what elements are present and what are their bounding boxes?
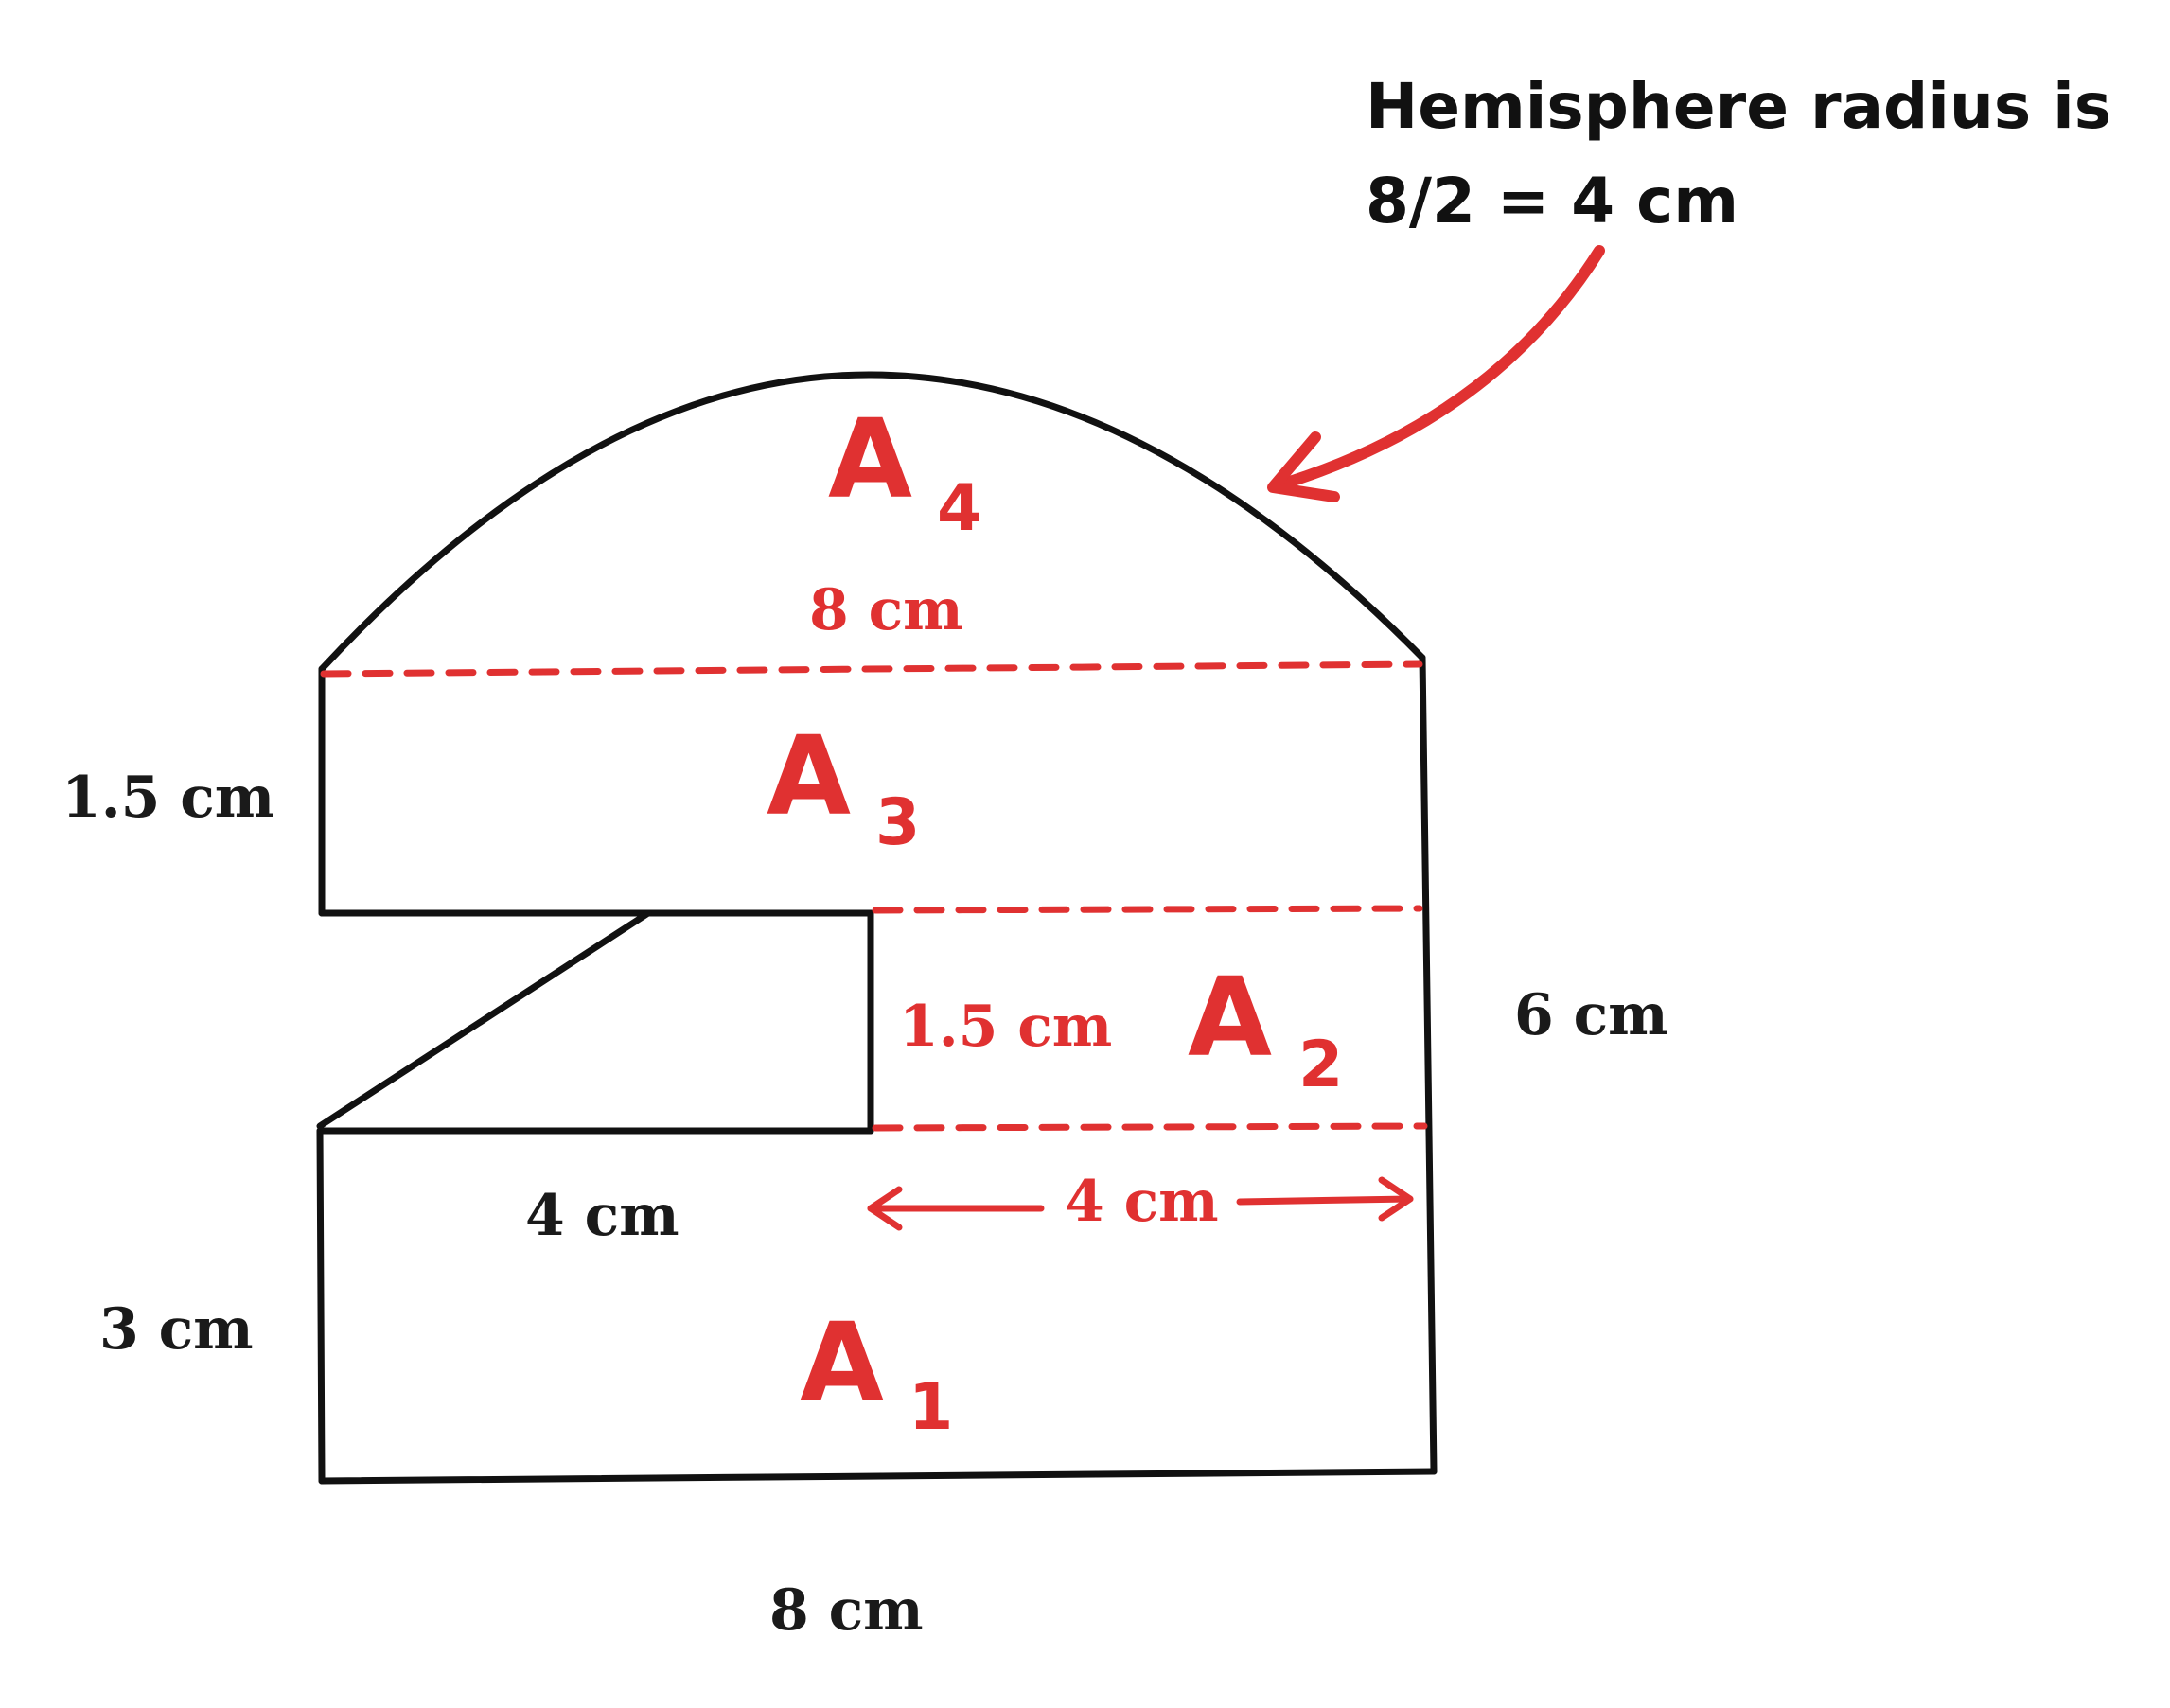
region-letter: A — [828, 396, 912, 523]
label-right-strip-width: 4 cm — [1065, 1169, 1219, 1235]
label-notch-height: 1.5 cm — [899, 994, 1112, 1060]
label-left-lower: 3 cm — [99, 1296, 254, 1363]
shape-outline — [316, 371, 1438, 1485]
region-letter: A — [1188, 955, 1272, 1082]
right-side — [1419, 654, 1438, 1475]
annotation-arrow-head-icon — [1267, 431, 1340, 502]
annotation-line-1: Hemisphere radius is — [1366, 70, 2111, 143]
label-left-upper: 1.5 cm — [62, 765, 274, 831]
label-bottom-width: 8 cm — [769, 1577, 924, 1644]
label-top-width: 8 cm — [809, 577, 963, 643]
region-letter: A — [800, 1300, 884, 1427]
arrow-right-head-icon — [1378, 1176, 1414, 1222]
dashed-line-dome-base — [320, 660, 1423, 678]
region-label-a1: A 1 — [800, 1300, 953, 1445]
region-label-a4: A 4 — [828, 396, 981, 546]
dashed-line-notch-top — [872, 905, 1423, 914]
annotation-arrow-curve — [1281, 245, 1605, 488]
region-subscript: 3 — [875, 785, 920, 860]
width-arrow-4cm — [867, 1176, 1414, 1231]
left-lower-side — [316, 1127, 326, 1485]
region-subscript: 1 — [909, 1370, 953, 1445]
arrow-right-shaft — [1236, 1195, 1414, 1206]
region-subscript: 2 — [1298, 1028, 1343, 1102]
hemisphere-arc — [318, 371, 1426, 673]
dashed-line-notch-bottom — [872, 1122, 1428, 1132]
annotation-line-2: 8/2 = 4 cm — [1366, 165, 1738, 238]
label-notch-base: 4 cm — [525, 1183, 679, 1249]
region-letter: A — [767, 713, 851, 840]
region-subscript: 4 — [937, 471, 981, 546]
region-label-a3: A 3 — [767, 713, 920, 860]
notch-diagonal — [316, 909, 652, 1130]
annotation-arrow — [1267, 245, 1605, 502]
region-label-a2: A 2 — [1188, 955, 1343, 1102]
label-right-height: 6 cm — [1514, 982, 1668, 1048]
arrow-left-head-icon — [867, 1186, 903, 1231]
bottom-side — [318, 1468, 1438, 1485]
division-lines — [320, 660, 1428, 1132]
